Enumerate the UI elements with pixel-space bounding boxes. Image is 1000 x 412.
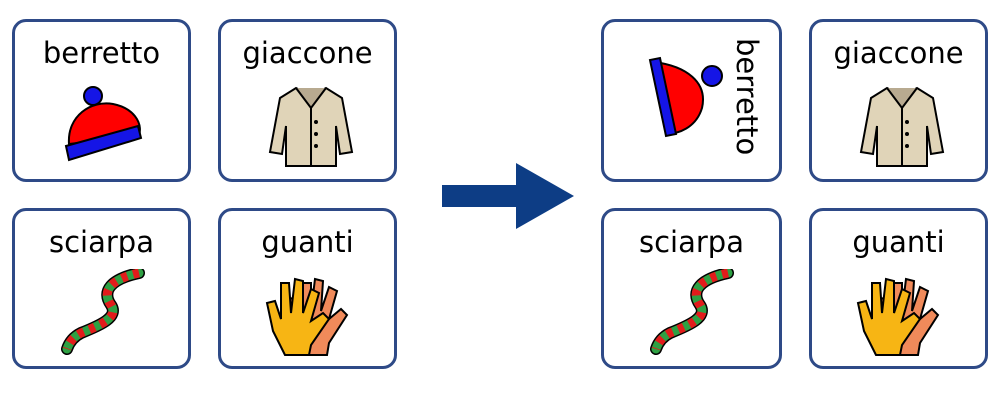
card-label: giaccone	[833, 36, 964, 70]
card-label: guanti	[852, 225, 945, 259]
coat-icon	[268, 86, 354, 167]
card-giaccone[interactable]: giaccone	[809, 19, 988, 182]
card-giaccone[interactable]: giaccone	[218, 19, 397, 182]
card-guanti[interactable]: guanti	[809, 208, 988, 369]
hat-icon	[648, 56, 723, 138]
card-label-vertical: berretto	[730, 38, 764, 156]
hat-icon	[64, 86, 143, 162]
card-label: guanti	[261, 225, 354, 259]
scarf-icon	[61, 269, 145, 355]
gloves-icon	[265, 277, 349, 356]
card-label: giaccone	[242, 36, 373, 70]
card-label: berretto	[42, 36, 161, 70]
card-guanti[interactable]: guanti	[218, 208, 397, 369]
card-label: sciarpa	[49, 225, 154, 259]
arrow-right-icon	[442, 163, 574, 229]
scarf-icon	[650, 269, 734, 355]
card-berretto[interactable]: berretto	[12, 19, 191, 182]
card-sciarpa[interactable]: sciarpa	[12, 208, 191, 369]
card-label: sciarpa	[639, 225, 744, 259]
gloves-icon	[856, 277, 940, 356]
card-sciarpa[interactable]: sciarpa	[601, 208, 782, 369]
coat-icon	[859, 86, 945, 167]
card-berretto-rotated[interactable]: berretto	[601, 19, 782, 182]
